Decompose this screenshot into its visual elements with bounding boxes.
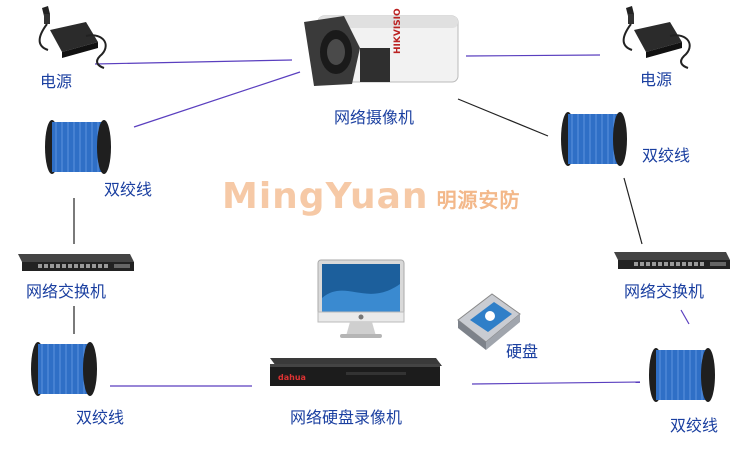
wire-switch-right-cable-right-bottom <box>680 309 690 325</box>
wire-nvr-cable-right-bottom <box>471 381 641 385</box>
cable-right-bottom-label: 双绞线 <box>670 416 719 435</box>
power-adapter-right-icon <box>622 6 691 69</box>
wire-cable-left-camera <box>133 71 301 128</box>
monitor-icon <box>317 259 405 338</box>
cable-left-bottom-label: 双绞线 <box>76 408 125 427</box>
watermark-latin: MingYuan <box>222 176 429 217</box>
power-left-label: 电源 <box>40 72 73 91</box>
cable-spool-right-bottom-icon <box>649 348 715 402</box>
switch-right-label: 网络交换机 <box>624 282 705 301</box>
hdd-label: 硬盘 <box>506 342 539 361</box>
wire-power-left-camera <box>94 59 293 65</box>
power-right-label: 电源 <box>640 70 673 89</box>
cable-spool-right-top-icon <box>561 112 627 166</box>
wire-cable-right-switch-right <box>623 177 643 245</box>
nvr-brand: dahua <box>278 373 306 382</box>
network-camera-icon: HIKVISION <box>304 8 459 86</box>
network-switch-right-icon <box>614 252 730 269</box>
power-adapter-left-icon <box>38 6 107 69</box>
hard-disk-icon <box>457 293 521 350</box>
cable-left-top-label: 双绞线 <box>104 180 153 199</box>
nvr-recorder-icon: dahua <box>270 358 442 386</box>
nvr-label: 网络硬盘录像机 <box>290 408 403 427</box>
cable-right-top-label: 双绞线 <box>642 146 691 165</box>
network-switch-left-icon <box>18 254 134 271</box>
wire-camera-power-right <box>465 54 601 57</box>
wire-camera-cable-right <box>457 98 549 137</box>
switch-left-label: 网络交换机 <box>26 282 107 301</box>
cable-spool-left-top-icon <box>45 120 111 174</box>
camera-brand: HIKVISION <box>393 8 403 54</box>
watermark-chinese: 明源安防 <box>436 187 521 212</box>
watermark: MingYuan 明源安防 <box>222 176 521 217</box>
camera-label: 网络摄像机 <box>334 108 415 127</box>
cable-spool-left-bottom-icon <box>31 342 97 396</box>
